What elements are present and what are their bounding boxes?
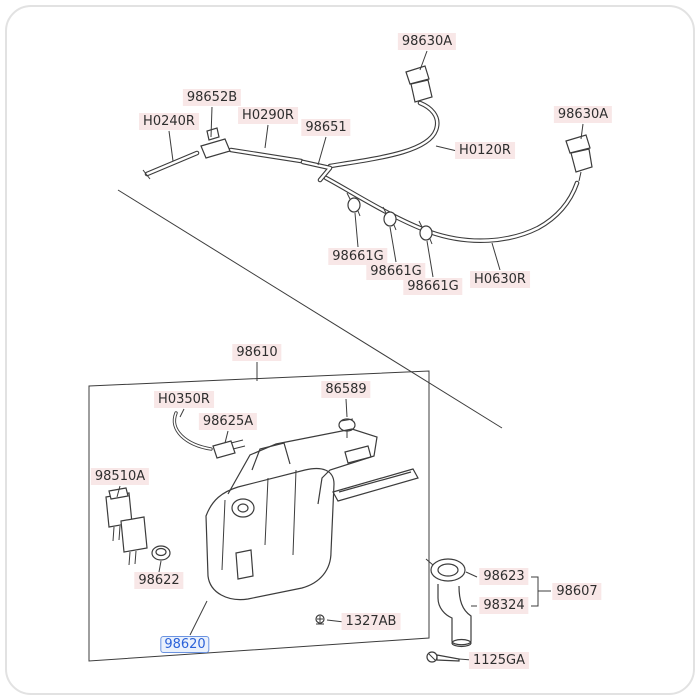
part-label-98630a-right[interactable]: 98630A — [553, 106, 613, 123]
part-label-1327ab[interactable]: 1327AB — [341, 613, 401, 630]
part-label-98620-selected[interactable]: 98620 — [160, 636, 210, 653]
hose-clamp-icon — [346, 192, 433, 245]
part-label-h0240r[interactable]: H0240R — [139, 113, 199, 130]
part-label-98510a[interactable]: 98510A — [90, 468, 150, 485]
part-label-h0120r[interactable]: H0120R — [455, 142, 515, 159]
part-label-98661g-3[interactable]: 98661G — [403, 278, 463, 295]
screw-drawing — [426, 651, 460, 663]
part-label-98610[interactable]: 98610 — [232, 344, 282, 361]
part-label-98625a[interactable]: 98625A — [198, 413, 258, 430]
part-label-98652b[interactable]: 98652B — [182, 89, 242, 106]
grommet-drawing — [338, 418, 356, 438]
washer-hoses — [142, 100, 580, 451]
part-label-98661g-2[interactable]: 98661G — [366, 263, 426, 280]
part-label-1125ga[interactable]: 1125GA — [468, 652, 530, 669]
part-label-98630a-top[interactable]: 98630A — [397, 33, 457, 50]
washer-pump-drawing — [105, 487, 148, 566]
part-label-h0350r[interactable]: H0350R — [154, 391, 214, 408]
washer-nozzle-right-drawing — [565, 134, 593, 182]
washer-nozzle-top-drawing — [405, 65, 433, 103]
part-label-98622[interactable]: 98622 — [134, 572, 184, 589]
washer-reservoir-drawing — [205, 428, 419, 601]
part-label-98661g-1[interactable]: 98661G — [328, 248, 388, 265]
hose-tee-drawing — [200, 127, 231, 159]
part-label-98623[interactable]: 98623 — [479, 568, 529, 585]
filler-neck-drawing — [425, 558, 472, 648]
bolt-drawing — [315, 614, 325, 625]
part-label-98324[interactable]: 98324 — [479, 597, 529, 614]
leader-lines — [116, 50, 584, 661]
part-label-98651[interactable]: 98651 — [301, 119, 351, 136]
part-label-86589[interactable]: 86589 — [321, 381, 371, 398]
reservoir-cap-drawing — [151, 545, 171, 561]
hose-joint-drawing — [300, 159, 333, 183]
part-label-h0630r[interactable]: H0630R — [470, 271, 530, 288]
reference-lines — [88, 189, 503, 662]
part-label-98607[interactable]: 98607 — [552, 583, 602, 600]
hose-connector-drawing — [212, 439, 246, 459]
part-label-h0290r[interactable]: H0290R — [238, 107, 298, 124]
